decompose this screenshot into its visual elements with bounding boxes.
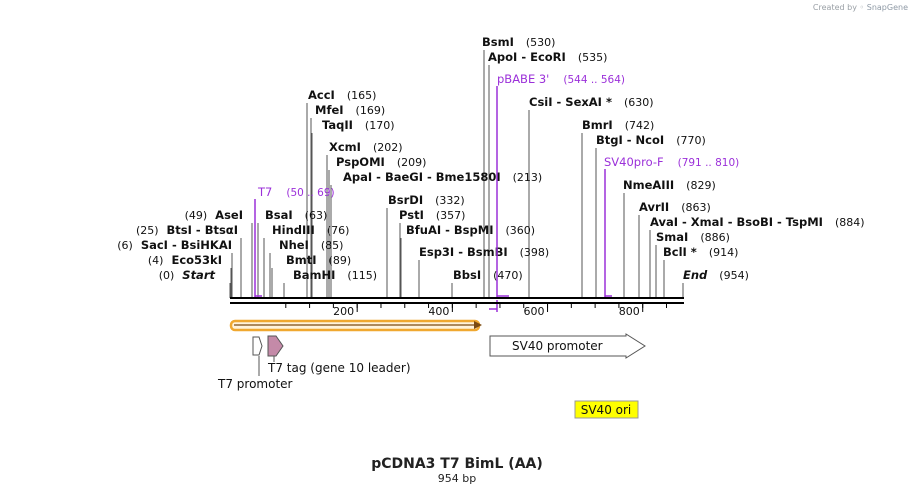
site-name: HindIII (272, 223, 315, 237)
site-position: (470) (493, 269, 523, 282)
primer-range: (791 .. 810) (678, 157, 740, 169)
site-position: (742) (625, 119, 655, 132)
site-name: BfuAI - BspMI (406, 223, 493, 237)
site-name: MfeI (315, 103, 344, 117)
snapgene-logo-icon: ◦ (859, 3, 865, 12)
site-position: (115) (347, 269, 377, 282)
site-name: AvaI - XmaI - BsoBI - TspMI (650, 215, 823, 229)
site-name: PspOMI (336, 155, 385, 169)
site-name: PstI (399, 208, 424, 222)
site-name: CsiI - SexAI * (529, 95, 612, 109)
site-name: BamHI (293, 268, 335, 282)
t7-promoter-label: T7 promoter (217, 377, 293, 391)
site-position: (770) (676, 134, 706, 147)
site-name: BtgI - NcoI (596, 133, 664, 147)
site-position: (63) (305, 209, 328, 222)
ruler-label: 400 (428, 305, 449, 318)
plasmid-title: pCDNA3 T7 BimL (AA) (371, 456, 543, 472)
site-name: Eco53kI (171, 253, 222, 267)
site-position: (332) (435, 194, 465, 207)
site-position: (829) (686, 179, 716, 192)
snapgene-credit: Created by ◦ SnapGene (813, 3, 908, 12)
site-name: BmtI (286, 253, 317, 267)
sv40-promoter-arrow (489, 333, 646, 359)
site-position: (49) (185, 209, 208, 222)
site-position: (165) (347, 89, 377, 102)
t7-promoter-arrow (252, 336, 263, 356)
sv40-ori-box (574, 400, 639, 419)
site-position: (202) (373, 141, 403, 154)
site-name: SacI - BsiHKAI (141, 238, 232, 252)
site-name: NmeAIII (623, 178, 674, 192)
site-name: BtsI - BtsαI (167, 223, 238, 237)
sv40-promoter-label: SV40 promoter (512, 339, 603, 353)
site-name: XcmI (329, 140, 361, 154)
credit-brand: SnapGene (866, 3, 908, 12)
site-position: (89) (329, 254, 352, 267)
site-name: End (683, 268, 708, 282)
site-name: NheI (279, 238, 309, 252)
t7-tag-label: T7 tag (gene 10 leader) (267, 361, 411, 375)
site-name: Esp3I - BsmBI (419, 245, 508, 259)
site-name: BbsI (453, 268, 481, 282)
credit-prefix: Created by (812, 3, 857, 12)
site-name: ApaI - BaeGI - Bme1580I (343, 170, 501, 184)
primer-name: SV40pro-F (604, 155, 664, 169)
site-position: (357) (436, 209, 466, 222)
site-name: Start (182, 268, 215, 282)
site-position: (4) (148, 254, 164, 267)
t7-tag-arrow (267, 335, 284, 357)
site-position: (884) (835, 216, 865, 229)
site-position: (170) (365, 119, 395, 132)
site-name: TaqII (322, 118, 353, 132)
site-name: BsrDI (388, 193, 423, 207)
site-position: (530) (526, 36, 556, 49)
site-position: (863) (681, 201, 711, 214)
ruler-label: 200 (333, 305, 354, 318)
site-position: (169) (356, 104, 386, 117)
site-name: BmrI (582, 118, 613, 132)
site-name: AccI (308, 88, 335, 102)
orf-arrow-head (474, 321, 482, 329)
site-name: SmaI (656, 230, 688, 244)
primer-name: T7 (257, 185, 272, 199)
site-name: BsmI (482, 35, 514, 49)
site-position: (76) (327, 224, 350, 237)
site-position: (209) (397, 156, 427, 169)
site-position: (914) (709, 246, 739, 259)
site-position: (0) (159, 269, 175, 282)
site-name: AvrII (639, 200, 669, 214)
ruler-label: 600 (524, 305, 545, 318)
site-name: ApoI - EcoRI (488, 50, 566, 64)
site-position: (85) (321, 239, 344, 252)
site-position: (630) (624, 96, 654, 109)
site-position: (360) (505, 224, 535, 237)
site-position: (25) (136, 224, 159, 237)
site-position: (213) (513, 171, 543, 184)
site-name: BsaI (265, 208, 293, 222)
primer-range: (50 .. 69) (286, 187, 334, 199)
sv40-ori-label: SV40 ori (581, 403, 632, 417)
site-position: (6) (117, 239, 133, 252)
primer-range: (544 .. 564) (563, 74, 625, 86)
site-position: (954) (719, 269, 749, 282)
primer-name: pBABE 3' (497, 72, 549, 86)
ruler-label: 800 (619, 305, 640, 318)
site-name: AseI (215, 208, 243, 222)
plasmid-length: 954 bp (437, 472, 477, 485)
site-position: (886) (700, 231, 730, 244)
site-position: (535) (578, 51, 608, 64)
site-name: BclI * (663, 245, 697, 259)
site-position: (398) (520, 246, 550, 259)
